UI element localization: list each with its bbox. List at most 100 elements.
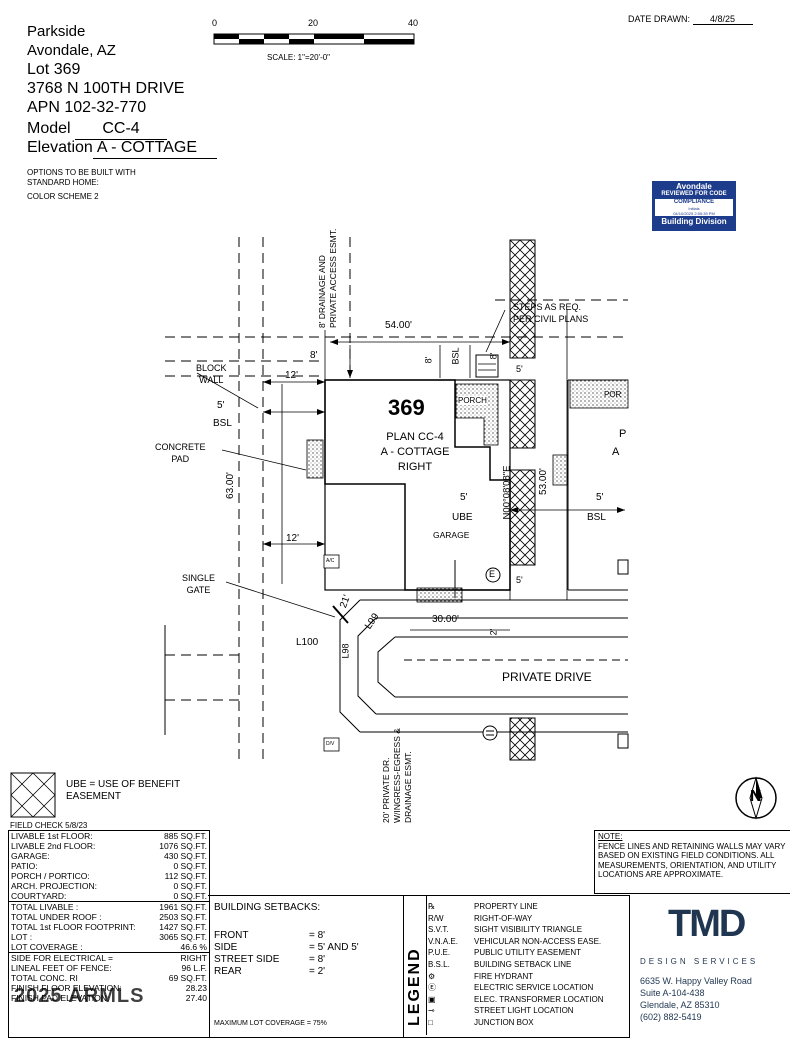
area-stat-value: 0 SQ.FT.	[173, 861, 207, 871]
bottom-stat-value: 27.40	[185, 993, 207, 1003]
setbacks-box: BUILDING SETBACKS: FRONT= 8'SIDE= 5' AND…	[208, 895, 404, 1038]
steps-note-1: STEPS AS REQ.	[513, 302, 582, 312]
legend-text: ELEC. TRANSFORMER LOCATION	[474, 994, 604, 1004]
area-stats-box: LIVABLE 1st FLOOR:885 SQ.FT.LIVABLE 2nd …	[8, 830, 210, 1038]
total-stat-row: TOTAL LIVABLE :1961 SQ.FT.	[9, 902, 209, 912]
dim-5-bsl-right: 5'	[596, 492, 604, 503]
steps-note: STEPS AS REQ. PER CIVIL PLANS	[513, 301, 588, 325]
neighbor-lot-lines	[567, 379, 629, 749]
legend-title: LEGEND	[406, 947, 423, 1026]
dimension-arrows	[263, 339, 625, 547]
company-logo: TMD	[668, 903, 746, 945]
area-stat-label: PATIO:	[11, 861, 38, 871]
dim-5-left: 5'	[217, 400, 225, 411]
bsl-top: BSL	[450, 347, 461, 365]
ube-hatch-bottom	[509, 717, 536, 761]
legend-text: PROPERTY LINE	[474, 902, 538, 911]
legend-symbol-icon: ⊸	[428, 1006, 435, 1016]
ube-hatch-top	[509, 239, 536, 359]
area-stat-row: PORCH / PORTICO:112 SQ.FT.	[9, 871, 209, 881]
single-gate-label: SINGLE GATE	[182, 573, 216, 595]
apn-value: 102-32-770	[64, 99, 147, 116]
area-stat-row: COURTYARD:0 SQ.FT.	[9, 891, 209, 901]
lot-number-big: 369	[388, 395, 425, 420]
drainage-easement-label: 8' DRAINAGE AND PRIVATE ACCESS ESMT.	[317, 228, 338, 328]
legend-text: STREET LIGHT LOCATION	[474, 1006, 574, 1016]
legend-text: ELECTRIC SERVICE LOCATION	[474, 983, 594, 993]
legend-row: ℞ PROPERTY LINE	[428, 901, 604, 913]
ingress-line-1: 20' PRIVATE DR.	[381, 757, 391, 823]
ingress-easement-label: 20' PRIVATE DR. W/INGRESS-EGRESS & DRAIN…	[381, 718, 441, 828]
l98-label: L98	[340, 643, 351, 659]
stamp-line-2: COMPLIANCE	[673, 199, 715, 205]
stamp-line-3: Initials	[688, 206, 700, 211]
garage-label: GARAGE	[433, 530, 470, 540]
bottom-stat-value: 28.23	[185, 983, 207, 993]
city-name: Avondale, AZ	[27, 42, 116, 59]
porch-label: PORCH	[458, 396, 487, 405]
steps-note-2: PER CIVIL PLANS	[513, 314, 589, 324]
legend-symbol-icon: S.V.T.	[428, 925, 449, 935]
setback-label: SIDE	[214, 942, 238, 953]
setbacks-title: BUILDING SETBACKS:	[214, 902, 321, 913]
area-stats-table: LIVABLE 1st FLOOR:885 SQ.FT.LIVABLE 2nd …	[9, 831, 209, 901]
gate-line	[332, 605, 349, 624]
legend-symbol-icon: ℞	[428, 902, 436, 911]
setback-label: FRONT	[214, 930, 249, 941]
note-box: NOTE: FENCE LINES AND RETAINING WALLS MA…	[594, 830, 790, 894]
company-address: 6635 W. Happy Valley Road Suite A-104-43…	[640, 975, 752, 1023]
concrete-pad-label: CONCRETE PAD	[155, 442, 206, 464]
bottom-stat-label: FINISH PAD ELEVATION:	[11, 993, 110, 1003]
legend-text: SIGHT VISIBILITY TRIANGLE	[474, 925, 583, 935]
options-line-2: STANDARD HOME:	[27, 178, 99, 187]
legend-row: ⊸ STREET LIGHT LOCATION	[428, 1005, 604, 1017]
dv-box	[323, 737, 340, 752]
field-check: FIELD CHECK 5/8/23	[10, 821, 88, 830]
dim-54: 54.00'	[385, 320, 412, 331]
bsl-left: BSL	[213, 418, 232, 429]
legend-symbol-icon: B.S.L.	[428, 959, 450, 969]
setback-label: REAR	[214, 966, 242, 977]
company-addr-2: Suite A-104-438	[640, 988, 705, 998]
area-stat-value: 112 SQ.FT.	[164, 871, 207, 881]
north-arrow-icon	[735, 776, 777, 820]
legend-text: VEHICULAR NON-ACCESS EASE.	[474, 936, 602, 946]
plan-block: PLAN CC-4 A - COTTAGE RIGHT	[360, 430, 470, 475]
model-label: Model	[27, 120, 71, 137]
total-stat-value: 2503 SQ.FT.	[159, 912, 207, 922]
total-stat-label: LOT :	[11, 932, 33, 942]
bottom-stat-row: FINISH PAD ELEVATION: 27.40	[9, 993, 209, 1003]
legend-symbol-icon: Ⓔ	[428, 983, 436, 993]
ube-hatch-mid	[509, 379, 536, 449]
bottom-stat-value: 69 SQ.FT.	[168, 973, 207, 983]
ube-legend-line-2: EASEMENT	[66, 791, 122, 802]
total-stat-row: LOT :3065 SQ.FT.	[9, 932, 209, 942]
ingress-line-3: DRAINAGE ESMT.	[403, 751, 413, 823]
color-scheme: COLOR SCHEME 2	[27, 192, 99, 201]
elevation-label: Elevation	[27, 139, 93, 156]
block-wall-label: BLOCK WALL	[196, 363, 227, 385]
ac-unit	[323, 554, 340, 569]
scale-label: SCALE: 1"=20'-0"	[267, 53, 331, 62]
dim-2: 2'	[488, 628, 499, 636]
company-tagline: DESIGN SERVICES	[640, 957, 759, 966]
dim-5-bottom: 5'	[516, 575, 523, 585]
steps-lines	[478, 363, 496, 371]
company-addr-1: 6635 W. Happy Valley Road	[640, 976, 752, 986]
model-value: CC-4	[75, 119, 168, 140]
area-stat-label: ARCH. PROJECTION:	[11, 881, 97, 891]
dv-label: D/V	[326, 741, 335, 747]
bsl-right: BSL	[587, 512, 606, 523]
neighbor-porch-label: POR	[604, 390, 622, 399]
area-stat-row: LIVABLE 2nd FLOOR:1076 SQ.FT.	[9, 841, 209, 851]
address: 3768 N 100TH DRIVE	[27, 80, 185, 97]
area-stat-value: 1076 SQ.FT.	[159, 841, 207, 851]
legend-symbol-icon: ▣	[428, 994, 436, 1004]
concrete-pad	[306, 439, 324, 479]
legend-text: FIRE HYDRANT	[474, 971, 534, 981]
